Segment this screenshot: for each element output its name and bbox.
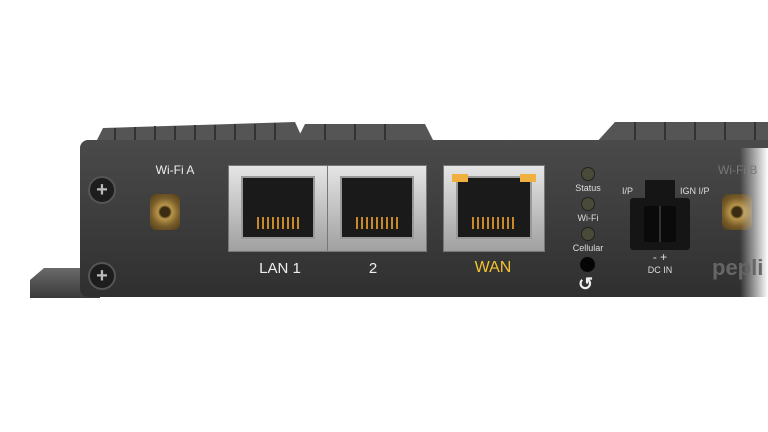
ign-ip-label: IGN I/P [680, 186, 710, 196]
dc-in-label: DC IN [647, 265, 673, 275]
wifi-led-label: Wi-Fi [577, 213, 599, 223]
wifi-led [581, 197, 595, 211]
wifi-a-antenna-connector [150, 194, 180, 230]
heatsink-fins [95, 122, 768, 144]
wifi-b-label: Wi-Fi B [718, 163, 758, 177]
screw-icon: + [88, 176, 116, 204]
fade-edge [740, 148, 768, 298]
cellular-led [581, 227, 595, 241]
cellular-label: Cellular [572, 243, 604, 253]
lan-2-label: 2 [368, 260, 378, 277]
status-led [581, 167, 595, 181]
peplink-logo: pepli [712, 255, 764, 280]
wan-port [443, 165, 545, 252]
wifi-a-label: Wi-Fi A [155, 163, 195, 177]
ip-label: I/P [622, 186, 634, 196]
reset-button [580, 257, 595, 272]
dc-connector-latch [645, 180, 675, 200]
lan-1-port [228, 165, 328, 252]
reset-icon: ↺ [578, 274, 594, 294]
dc-polarity-label: - + [652, 250, 668, 264]
status-label: Status [575, 183, 601, 193]
lan-2-port [327, 165, 427, 252]
wan-label: WAN [474, 259, 512, 276]
screw-icon: + [88, 262, 116, 290]
lan-1-label: LAN 1 [259, 260, 301, 277]
dc-in-connector [630, 198, 690, 250]
